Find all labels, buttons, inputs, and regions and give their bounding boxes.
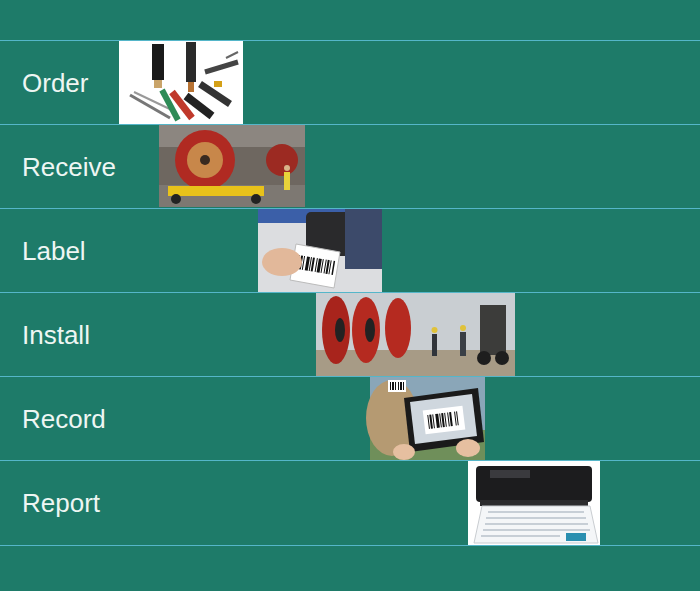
scanned-label <box>423 406 466 435</box>
worker <box>432 334 437 356</box>
photo-ground <box>468 461 600 545</box>
barcode <box>428 418 460 422</box>
red-reel <box>385 298 411 358</box>
yellow-cart <box>168 186 264 196</box>
worker-head <box>284 165 290 171</box>
cable-black <box>205 62 238 72</box>
table-row <box>486 518 586 519</box>
printed-report <box>474 506 598 543</box>
table-row <box>488 512 584 513</box>
cable-black <box>186 96 212 116</box>
hand <box>456 439 480 457</box>
cable-black <box>200 84 230 104</box>
cable-jacket <box>152 44 164 80</box>
divider-line <box>0 545 700 546</box>
forklift-wheel <box>495 351 509 365</box>
divider-line <box>0 460 700 461</box>
hand <box>262 248 302 276</box>
printer-photo <box>468 461 600 545</box>
step-band: Order <box>0 41 700 124</box>
cable-end <box>214 81 222 87</box>
red-reel <box>352 297 380 363</box>
divider-line <box>0 208 700 209</box>
cable-wire <box>226 52 238 58</box>
photo-ground <box>159 125 305 207</box>
cart-wheel <box>171 194 181 204</box>
cable-jacket <box>186 42 196 82</box>
step-label: Report <box>22 488 100 518</box>
copper-coil <box>187 142 223 178</box>
report-logo <box>566 533 586 541</box>
band-dividers <box>0 41 700 546</box>
step-label: Order <box>22 68 88 98</box>
table-row <box>485 524 588 525</box>
forklift-wheel <box>477 351 491 365</box>
photo-ground <box>258 209 382 292</box>
step-label: Install <box>22 320 90 350</box>
reel-hub <box>365 318 375 342</box>
photo-ground <box>119 41 243 124</box>
step-label: Label <box>22 236 86 266</box>
barcode <box>298 262 334 268</box>
divider-line <box>0 376 700 377</box>
worker-helmet <box>432 327 438 333</box>
red-reel <box>266 144 298 176</box>
divider-line <box>0 124 700 125</box>
table-row <box>483 530 590 531</box>
printer-tray <box>480 500 588 506</box>
reel-hub <box>200 155 210 165</box>
reel-hub <box>335 318 345 342</box>
cables-photo <box>119 41 243 124</box>
step-band: Receive <box>0 125 700 208</box>
step-band: Report <box>0 461 700 545</box>
forklift <box>480 305 506 355</box>
reel-cart-photo <box>159 125 305 207</box>
table-row <box>481 536 560 537</box>
photo-sky <box>316 293 515 376</box>
worker <box>460 332 466 356</box>
cable-core <box>154 80 162 88</box>
reel-tag <box>388 380 406 392</box>
step-label: Receive <box>22 152 116 182</box>
printer-panel <box>490 470 530 478</box>
label-printer-photo <box>258 209 382 292</box>
divider-line <box>0 40 700 41</box>
warehouse-floor <box>159 185 305 207</box>
report-table <box>481 512 590 536</box>
step-band: Record <box>0 377 700 460</box>
step-band: Install <box>0 293 700 376</box>
tablet-screen <box>410 394 477 444</box>
hand <box>393 444 415 460</box>
step-band: Label <box>0 209 700 292</box>
installation-site-photo <box>316 293 515 376</box>
red-reel <box>322 296 350 364</box>
tablet-scan-photo <box>366 377 485 460</box>
cart-wheel <box>251 194 261 204</box>
step-label: Record <box>22 404 106 434</box>
jeans <box>345 209 382 269</box>
worker <box>284 172 290 190</box>
cable-core <box>188 82 194 92</box>
printer-body <box>476 466 592 502</box>
red-reel <box>175 130 235 190</box>
worker-helmet <box>460 325 466 331</box>
divider-line <box>0 292 700 293</box>
barcode <box>390 382 404 390</box>
